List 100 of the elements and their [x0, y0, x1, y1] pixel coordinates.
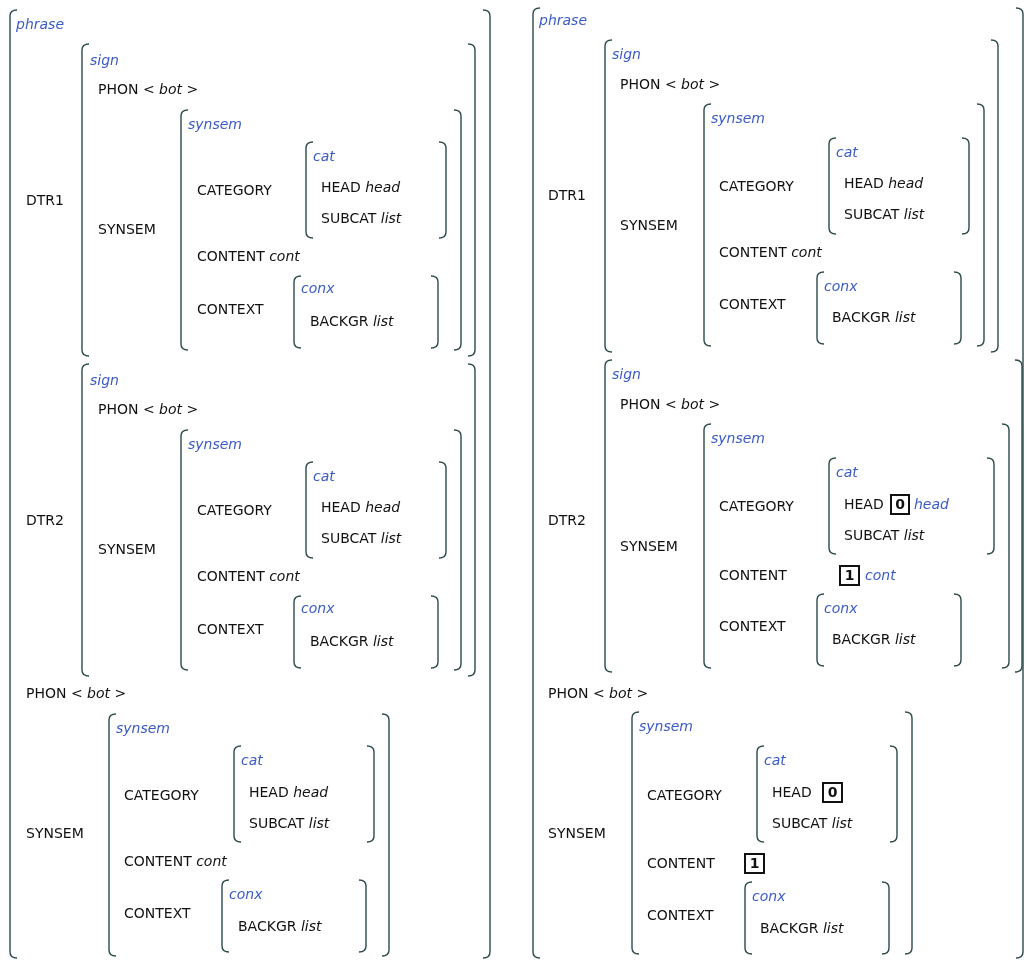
feature-name: SYNSEM: [98, 220, 156, 239]
type-label: sign: [90, 371, 119, 390]
feature-label: HEAD: [772, 783, 812, 802]
feature-name: SYNSEM: [26, 824, 84, 843]
feature-label: PHON < bot >: [548, 684, 649, 703]
feature-name: SYNSEM: [620, 537, 678, 556]
type-label: synsem: [116, 719, 170, 738]
type-label: sign: [612, 45, 641, 64]
feature-name: CATEGORY: [719, 497, 794, 516]
type-label: conx: [752, 887, 786, 906]
type-label: synsem: [188, 435, 242, 454]
feature-label: PHON < bot >: [98, 80, 199, 99]
feature-name: DTR1: [548, 186, 586, 205]
attribute-value-matrix: [757, 746, 897, 842]
attribute-value-matrix: [306, 462, 446, 558]
feature-label: BACKGR list: [310, 632, 394, 651]
feature-name: DTR2: [548, 511, 586, 530]
feature-label: CONTENT cont: [124, 852, 227, 871]
feature-label: BACKGR list: [832, 630, 916, 649]
feature-name: CATEGORY: [719, 177, 794, 196]
feature-label: PHON < bot >: [620, 75, 721, 94]
attribute-value-matrix: [109, 714, 389, 956]
type-label: synsem: [711, 429, 765, 448]
feature-label: BACKGR list: [238, 917, 322, 936]
feature-label: CONTENT cont: [719, 243, 822, 262]
feature-name: DTR2: [26, 511, 64, 530]
structure-sharing-tag: 0: [890, 494, 910, 515]
feature-name: CATEGORY: [197, 181, 272, 200]
attribute-value-matrix: [632, 712, 912, 954]
type-label: cat: [313, 467, 335, 486]
type-label: conx: [824, 599, 858, 618]
feature-label: CONTENT cont: [197, 247, 300, 266]
attribute-value-matrix: [10, 10, 490, 958]
attribute-value-matrix: [222, 880, 366, 952]
feature-label: HEAD head: [844, 174, 924, 193]
type-label: conx: [301, 599, 335, 618]
feature-name: CONTEXT: [719, 617, 786, 636]
type-label: synsem: [188, 115, 242, 134]
feature-name: CATEGORY: [647, 786, 722, 805]
feature-name: CONTEXT: [124, 904, 191, 923]
attribute-value-matrix: [306, 142, 446, 238]
type-value: cont: [865, 566, 896, 585]
structure-sharing-tag: 1: [839, 565, 860, 586]
attribute-value-matrix: [82, 44, 475, 356]
type-label: conx: [824, 277, 858, 296]
attribute-value-matrix: [533, 8, 1023, 958]
attribute-value-matrix: [82, 364, 475, 676]
attribute-value-matrix: [181, 110, 461, 350]
feature-name: CATEGORY: [197, 501, 272, 520]
type-label: sign: [90, 51, 119, 70]
feature-label: CONTENT: [719, 566, 787, 585]
feature-label: SUBCAT list: [844, 205, 925, 224]
feature-label: HEAD: [844, 495, 884, 514]
type-value: head: [914, 495, 949, 514]
attribute-value-matrix: [704, 424, 1009, 668]
type-label: synsem: [711, 109, 765, 128]
feature-name: SYNSEM: [620, 216, 678, 235]
type-label: conx: [301, 279, 335, 298]
attribute-value-matrix: [294, 596, 438, 668]
feature-name: SYNSEM: [98, 540, 156, 559]
feature-label: HEAD head: [321, 498, 401, 517]
feature-label: SUBCAT list: [844, 526, 925, 545]
feature-name: CONTEXT: [197, 300, 264, 319]
feature-label: SUBCAT list: [321, 209, 402, 228]
attribute-value-matrix: [234, 746, 374, 842]
feature-label: PHON < bot >: [26, 684, 127, 703]
attribute-value-matrix: [829, 458, 994, 554]
attribute-value-matrix: [605, 360, 1022, 672]
structure-sharing-tag: 1: [744, 853, 765, 874]
type-label: phrase: [539, 11, 587, 30]
feature-name: CONTEXT: [719, 295, 786, 314]
structure-sharing-tag: 0: [822, 782, 843, 803]
feature-label: SUBCAT list: [249, 814, 330, 833]
attribute-value-matrix: [745, 882, 889, 954]
type-label: cat: [241, 751, 263, 770]
feature-name: SYNSEM: [548, 824, 606, 843]
type-label: sign: [612, 365, 641, 384]
type-label: cat: [836, 143, 858, 162]
attribute-value-matrix: [294, 276, 438, 348]
attribute-value-matrix: [605, 40, 998, 352]
feature-name: CONTEXT: [197, 620, 264, 639]
attribute-value-matrix: [181, 430, 461, 670]
attribute-value-matrix: [817, 272, 961, 344]
feature-label: CONTENT cont: [197, 567, 300, 586]
feature-label: PHON < bot >: [98, 400, 199, 419]
feature-label: PHON < bot >: [620, 395, 721, 414]
feature-label: BACKGR list: [310, 312, 394, 331]
feature-name: DTR1: [26, 191, 64, 210]
feature-label: SUBCAT list: [772, 814, 853, 833]
type-label: cat: [764, 751, 786, 770]
type-label: cat: [836, 463, 858, 482]
type-label: phrase: [16, 15, 64, 34]
type-label: synsem: [639, 717, 693, 736]
attribute-value-matrix: [704, 104, 984, 346]
feature-name: CATEGORY: [124, 786, 199, 805]
feature-label: HEAD head: [321, 178, 401, 197]
feature-label: HEAD head: [249, 783, 329, 802]
feature-label: SUBCAT list: [321, 529, 402, 548]
type-label: cat: [313, 147, 335, 166]
feature-label: BACKGR list: [760, 919, 844, 938]
